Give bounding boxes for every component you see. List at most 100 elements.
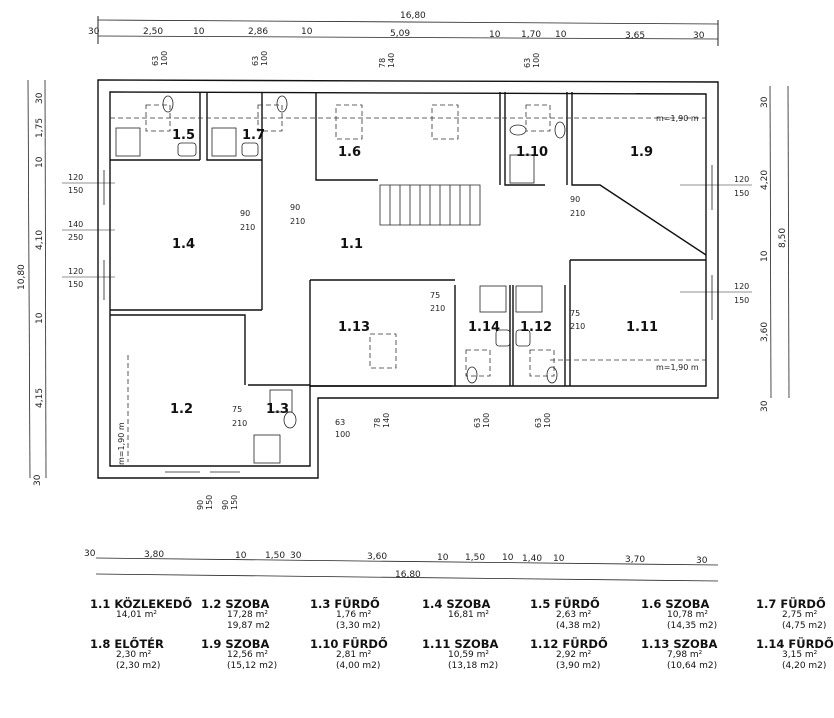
legend-room-area: 17,28 m²	[227, 610, 269, 620]
skylight-icon	[529, 349, 555, 377]
room-1-10: 1.10	[516, 145, 548, 160]
skylight-height: 100	[532, 53, 541, 68]
legend-room-gross-area: 19,87 m2	[227, 621, 271, 631]
window-height: 150	[68, 186, 83, 195]
legend-room-area: 16,81 m²	[448, 610, 490, 620]
legend-room-gross-area	[422, 621, 530, 632]
dim-top: 30	[693, 31, 705, 41]
skylight-height: 100	[482, 413, 491, 428]
door-height: 210	[240, 223, 255, 232]
door-height: 210	[430, 304, 445, 313]
dim-top-total: 16,80	[400, 11, 426, 21]
skylight-height: 100	[160, 51, 169, 66]
skylight-icon	[431, 104, 459, 140]
room-1-11: 1.11	[626, 320, 658, 335]
legend-room-area: 12,56 m²	[227, 650, 269, 660]
dim-bottom: 30	[290, 551, 302, 561]
legend-room-gross-area: (15,12 m2)	[227, 661, 278, 671]
ceiling-height-line: m=1,90 m	[117, 422, 126, 465]
staircase	[379, 184, 481, 226]
skylight-width: 63	[335, 418, 345, 427]
legend-room-gross-area: (4,75 m2)	[782, 621, 827, 631]
ceiling-height-line: m=1,90 m	[656, 363, 699, 372]
room-1-4: 1.4	[172, 237, 195, 252]
legend-room-title: 1.13 SZOBA	[641, 637, 718, 651]
dim-right-total: 8,50	[778, 228, 788, 248]
legend-room-title: 1.8 ELŐTÉR	[90, 637, 164, 651]
shower-icon	[269, 389, 293, 413]
legend-room-title: 1.6 SZOBA	[641, 597, 710, 611]
legend-room-title: 1.9 SZOBA	[201, 637, 270, 651]
sink-icon	[515, 329, 531, 347]
legend-room-area: 14,01 m²	[116, 610, 158, 620]
window-width: 120	[68, 173, 83, 182]
legend-room-title: 1.7 FÜRDŐ	[756, 597, 826, 611]
skylight-width: 78	[378, 58, 387, 68]
room-1-14: 1.14	[468, 320, 500, 335]
dim-top: 1,70	[521, 30, 541, 40]
dim-right: 3,60	[760, 322, 770, 342]
skylight-height: 140	[382, 413, 391, 428]
legend-room-gross-area: (4,00 m2)	[336, 661, 381, 671]
skylight-icon	[369, 333, 397, 369]
skylight-width: 78	[373, 418, 382, 428]
window-width: 90	[196, 500, 205, 510]
legend-room-title: 1.1 KÖZLEKEDŐ	[90, 597, 193, 611]
legend-room-area: 2,75 m²	[782, 610, 818, 620]
legend-room-area: 10,78 m²	[667, 610, 709, 620]
toilet-icon	[509, 124, 527, 136]
shower-icon	[253, 434, 281, 464]
sink-icon	[495, 329, 511, 347]
toilet-icon	[283, 411, 297, 429]
toilet-icon	[554, 121, 566, 139]
window-height: 150	[230, 495, 239, 510]
room-1-9: 1.9	[630, 145, 653, 160]
dim-bottom: 3,70	[625, 555, 645, 565]
legend-room-gross-area: (4,20 m2)	[782, 661, 827, 671]
legend-room-title: 1.10 FÜRDŐ	[310, 637, 388, 651]
room-1-5: 1.5	[172, 128, 195, 143]
window-height: 150	[205, 495, 214, 510]
legend-room-area: 2,63 m²	[556, 610, 592, 620]
dim-bottom: 3,80	[144, 550, 164, 560]
dim-bottom: 10	[502, 553, 514, 563]
sink-icon	[241, 142, 259, 157]
toilet-icon	[162, 95, 174, 113]
legend-room-area: 2,30 m²	[116, 650, 152, 660]
skylight-icon	[335, 104, 363, 140]
room-1-7: 1.7	[242, 128, 265, 143]
dim-bottom-total: 16,80	[395, 570, 421, 580]
skylight-icon	[257, 104, 283, 132]
legend-room-title: 1.3 FÜRDŐ	[310, 597, 380, 611]
toilet-icon	[546, 366, 558, 384]
legend-room-gross-area: (14,35 m2)	[667, 621, 718, 631]
legend-room-area: 2,81 m²	[336, 650, 372, 660]
window-width: 120	[734, 175, 749, 184]
shower-icon	[211, 127, 237, 157]
dim-bottom: 1,40	[522, 554, 542, 564]
dim-right: 10	[760, 250, 770, 262]
skylight-height: 140	[387, 53, 396, 68]
legend-room-gross-area: (10,64 m2)	[667, 661, 718, 671]
dim-top: 10	[555, 30, 567, 40]
dim-left-total: 10,80	[17, 264, 27, 290]
door-height: 210	[570, 322, 585, 331]
dim-top: 2,86	[248, 27, 268, 37]
legend-room-title: 1.12 FÜRDŐ	[530, 637, 608, 651]
window-width: 120	[68, 267, 83, 276]
legend-room-title: 1.11 SZOBA	[422, 637, 499, 651]
shower-icon	[115, 127, 141, 157]
dim-top: 2,50	[143, 27, 163, 37]
shower-icon	[515, 285, 543, 313]
legend-room-area: 10,59 m²	[448, 650, 490, 660]
shower-icon	[509, 154, 535, 184]
dim-bottom: 1,50	[265, 551, 285, 561]
dim-bottom: 10	[553, 554, 565, 564]
